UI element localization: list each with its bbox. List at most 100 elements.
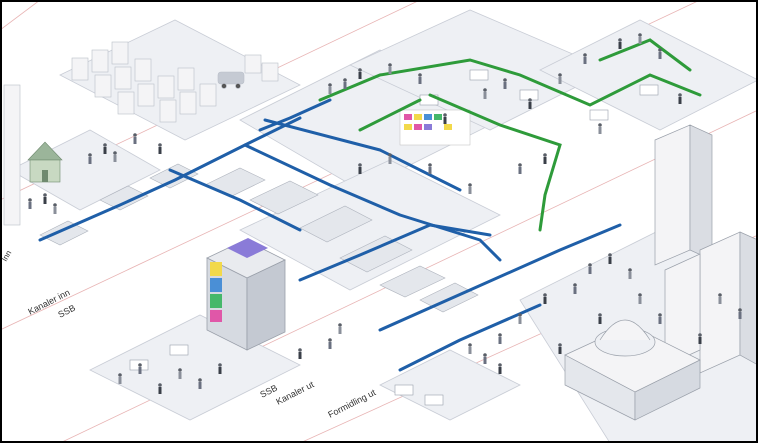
person-body: [498, 367, 502, 374]
person-head: [543, 153, 547, 157]
people-icon: [28, 33, 742, 394]
person-body: [618, 42, 622, 49]
person-head: [518, 313, 522, 317]
house-icon: [27, 141, 63, 183]
person-head: [638, 293, 642, 297]
person-body: [138, 367, 142, 374]
person-head: [498, 333, 502, 337]
label-ssb-left: SSB: [56, 303, 77, 320]
person-body: [598, 127, 602, 134]
person-head: [483, 353, 487, 357]
person-body: [698, 337, 702, 344]
person-head: [503, 78, 507, 82]
person-body: [658, 317, 662, 324]
person-body: [543, 157, 547, 164]
person-body: [358, 167, 362, 174]
person-body: [43, 197, 47, 204]
person-head: [468, 343, 472, 347]
person-body: [428, 167, 432, 174]
person-head: [158, 383, 162, 387]
blue-flow-lines: [38, 98, 622, 372]
person-body: [158, 387, 162, 394]
person-head: [428, 163, 432, 167]
person-head: [88, 153, 92, 157]
person-head: [618, 38, 622, 42]
person-head: [388, 63, 392, 67]
person-body: [543, 297, 547, 304]
person-body: [718, 297, 722, 304]
person-head: [178, 368, 182, 372]
person-body: [218, 367, 222, 374]
person-body: [118, 377, 122, 384]
person-body: [113, 155, 117, 162]
person-head: [218, 363, 222, 367]
person-head: [483, 88, 487, 92]
person-head: [388, 153, 392, 157]
person-head: [608, 253, 612, 257]
person-body: [133, 137, 137, 144]
person-head: [658, 48, 662, 52]
person-body: [443, 117, 447, 124]
platform-bottom-center: [379, 349, 521, 421]
person-body: [388, 157, 392, 164]
person-head: [628, 268, 632, 272]
person-body: [198, 382, 202, 389]
person-body: [483, 92, 487, 99]
person-body: [388, 67, 392, 74]
person-head: [158, 143, 162, 147]
person-body: [503, 82, 507, 89]
person-head: [558, 343, 562, 347]
person-body: [583, 57, 587, 64]
person-head: [678, 93, 682, 97]
person-head: [528, 98, 532, 102]
person-head: [583, 53, 587, 57]
person-body: [53, 207, 57, 214]
server-tower-icon: [206, 238, 286, 351]
label-formidling-ut: Formidling ut: [326, 387, 377, 420]
person-head: [43, 193, 47, 197]
person-head: [518, 163, 522, 167]
person-body: [638, 37, 642, 44]
car-icon: [217, 71, 245, 89]
person-body: [468, 187, 472, 194]
person-head: [343, 78, 347, 82]
person-head: [113, 151, 117, 155]
person-head: [298, 348, 302, 352]
person-body: [638, 297, 642, 304]
server-tower-icon: [71, 41, 217, 123]
person-head: [358, 163, 362, 167]
person-head: [53, 203, 57, 207]
person-body: [328, 87, 332, 94]
person-head: [658, 313, 662, 317]
platform-analysis: [239, 159, 501, 291]
person-body: [418, 77, 422, 84]
processing-units: [39, 163, 479, 313]
person-head: [28, 198, 32, 202]
sticky-notes-board: [399, 109, 471, 146]
person-head: [358, 68, 362, 72]
person-body: [358, 72, 362, 79]
label-kanaler-ut: Kanaler ut: [274, 379, 316, 407]
person-body: [158, 147, 162, 154]
person-head: [598, 123, 602, 127]
person-head: [138, 363, 142, 367]
person-body: [558, 347, 562, 354]
person-body: [528, 102, 532, 109]
person-body: [518, 317, 522, 324]
person-head: [338, 323, 342, 327]
person-head: [558, 73, 562, 77]
person-body: [343, 82, 347, 89]
person-head: [198, 378, 202, 382]
person-body: [483, 357, 487, 364]
person-head: [118, 373, 122, 377]
city-building-icon: [654, 124, 758, 374]
green-flow-lines: [318, 38, 702, 232]
person-head: [328, 83, 332, 87]
person-body: [558, 77, 562, 84]
left-edge-building: [3, 84, 21, 226]
person-head: [573, 283, 577, 287]
person-body: [88, 157, 92, 164]
